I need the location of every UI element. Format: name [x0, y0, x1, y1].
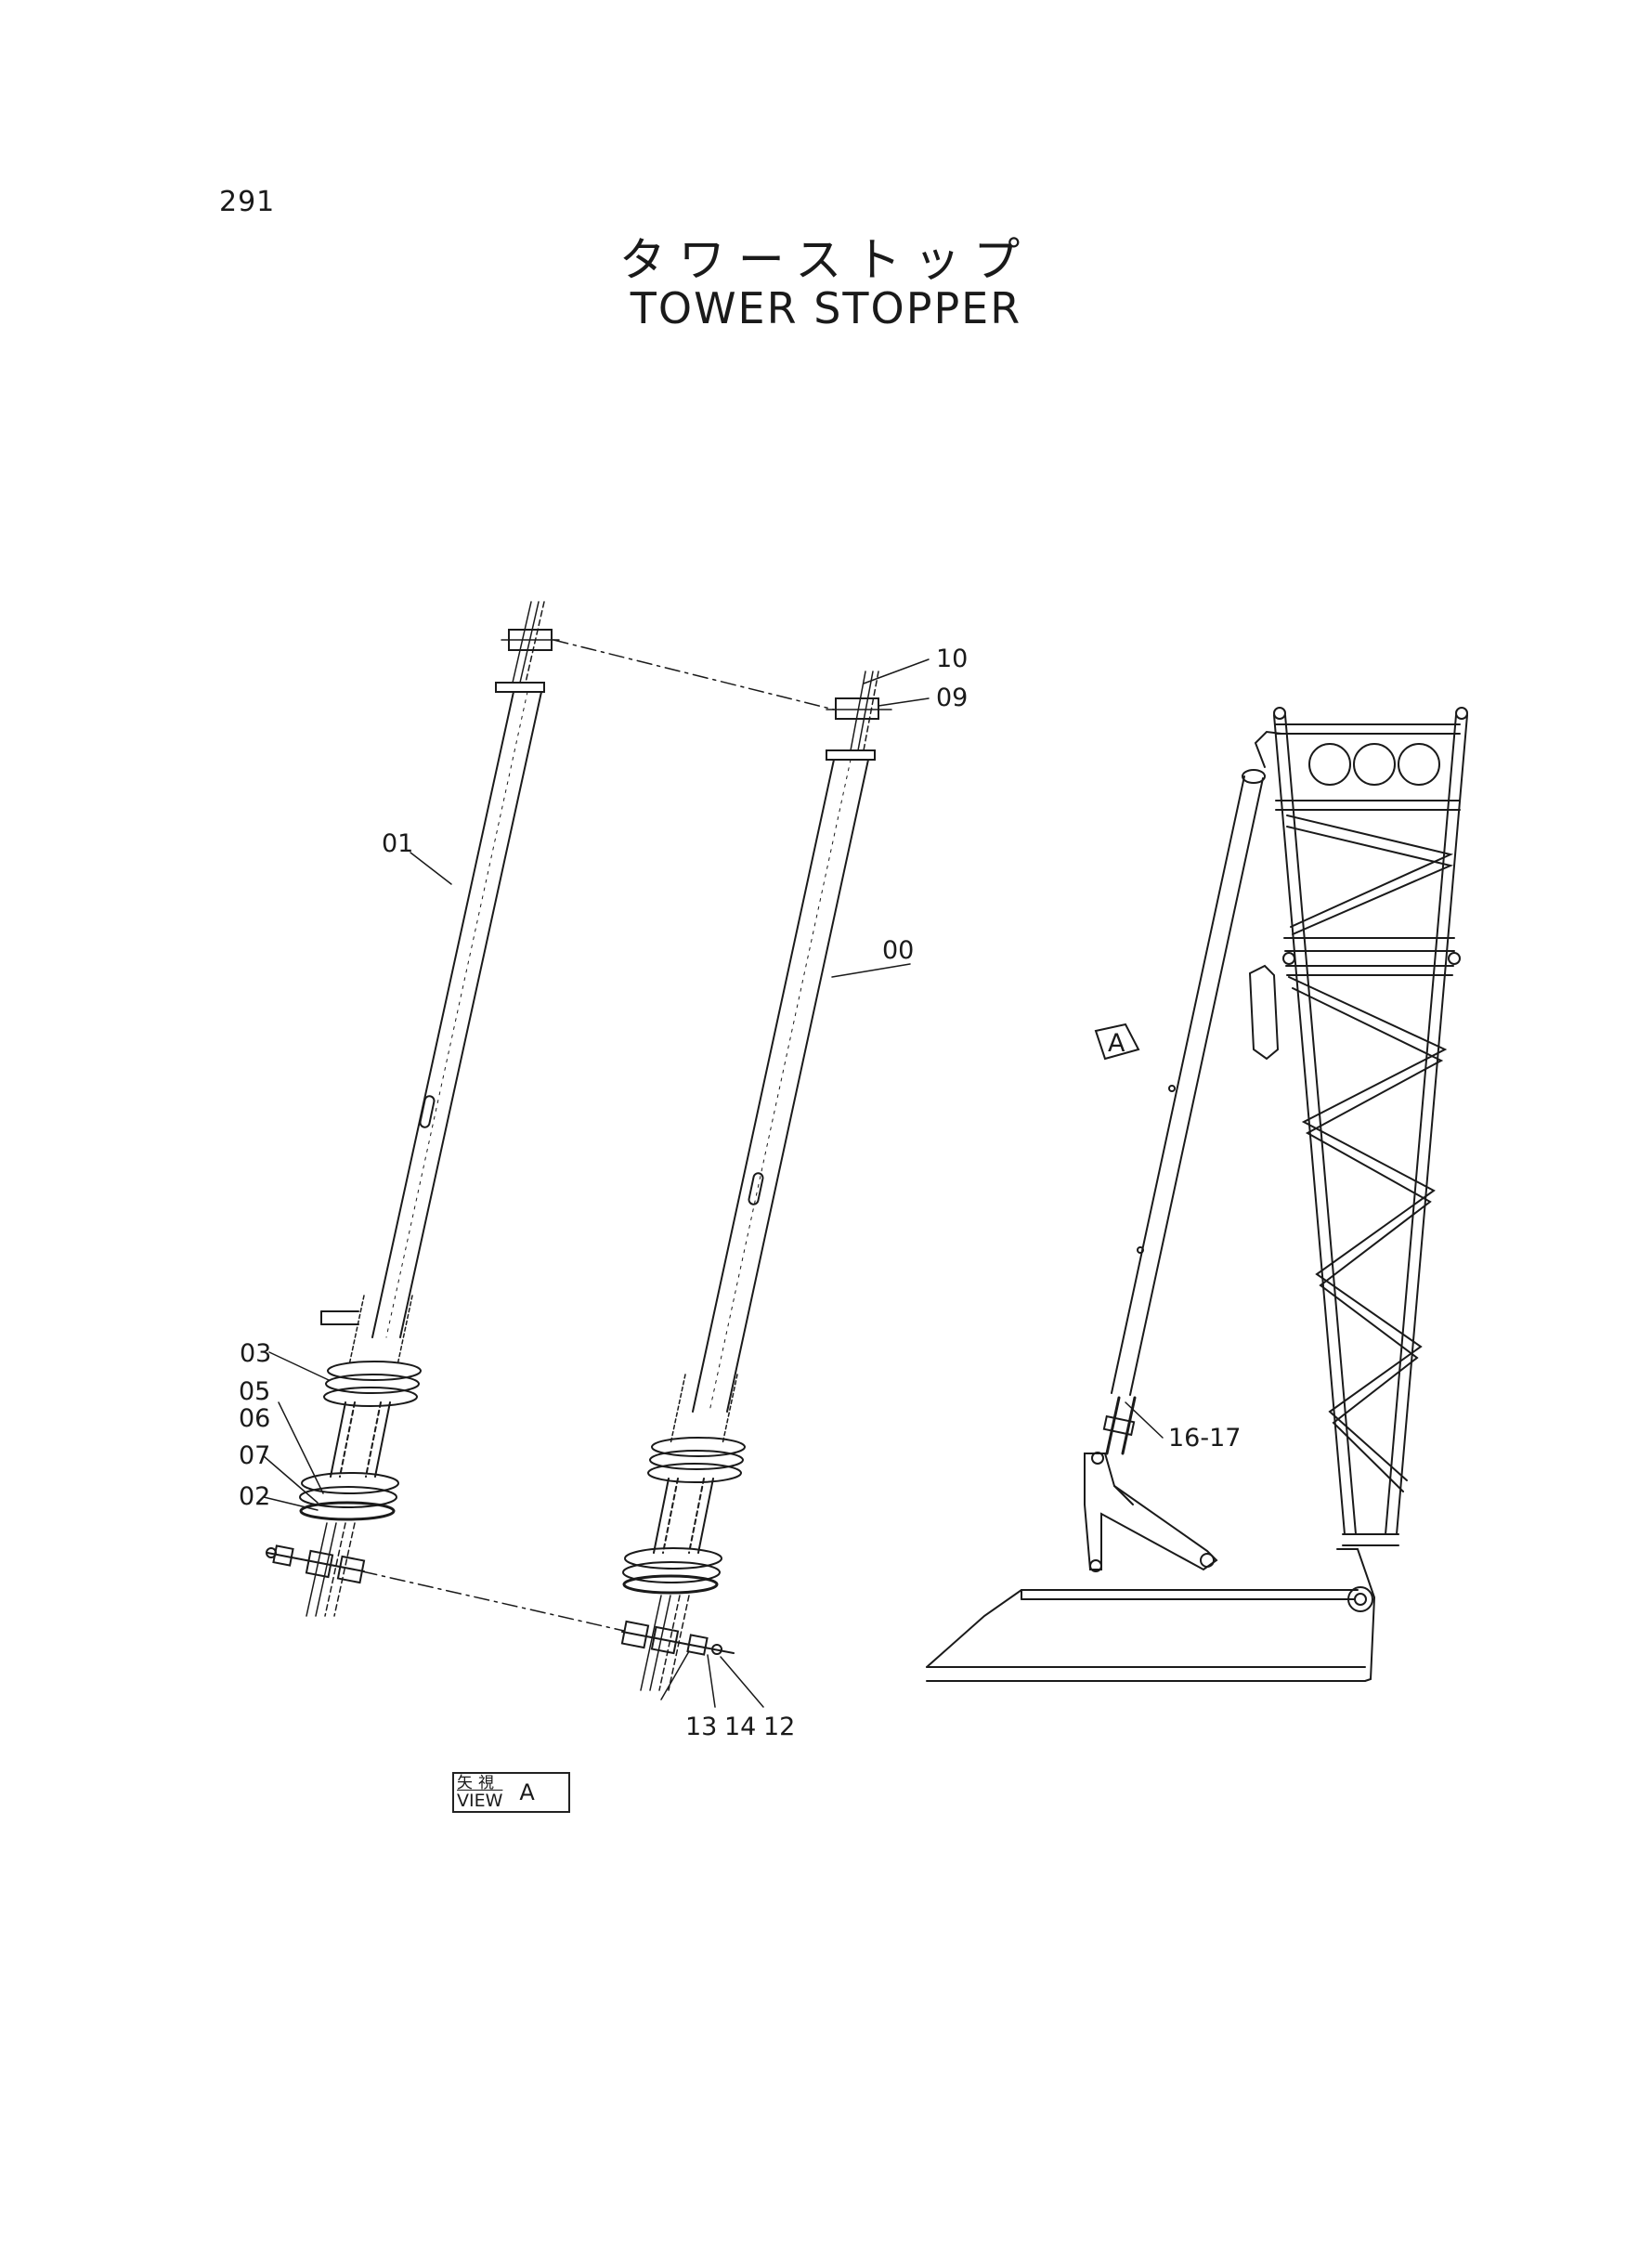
page-number: 291 — [219, 186, 276, 218]
center-cylinder-tube — [670, 759, 869, 1445]
tower-frame — [1248, 707, 1468, 1546]
view-label-letter: A — [519, 1779, 535, 1805]
view-label-japanese: 矢視 — [457, 1774, 500, 1792]
callout-16-17: 16-17 — [1168, 1424, 1241, 1453]
callout-leaders — [263, 658, 1164, 1708]
view-label-english: VIEW — [457, 1791, 503, 1811]
left-spring-seat-rings — [299, 1361, 422, 1521]
callout-13: 13 — [685, 1713, 717, 1741]
callout-09: 09 — [936, 684, 968, 712]
callout-05: 05 — [239, 1377, 270, 1406]
center-top-rod-end — [826, 671, 892, 761]
callout-07: 07 — [239, 1441, 270, 1470]
view-a-direction-marker: A — [1094, 1023, 1140, 1061]
bottom-alignment-line — [361, 1570, 625, 1632]
tower-top-hole-1 — [1308, 743, 1351, 786]
callout-03: 03 — [240, 1339, 271, 1368]
tower-top-hole-3 — [1398, 743, 1440, 786]
title-japanese: タワーストップ — [618, 233, 1034, 287]
left-bottom-rod — [306, 1522, 356, 1617]
left-top-rod-end — [495, 601, 560, 693]
callout-12: 12 — [763, 1713, 795, 1741]
tower-stopper-installed — [1102, 769, 1266, 1455]
boom-base-and-mount — [926, 1452, 1376, 1682]
view-a-label: 矢視 VIEW A — [452, 1772, 570, 1813]
callout-10: 10 — [936, 645, 968, 673]
callout-06: 06 — [239, 1404, 270, 1433]
view-a-marker-letter: A — [1108, 1029, 1125, 1058]
tower-top-hole-2 — [1353, 743, 1396, 786]
callout-14: 14 — [724, 1713, 756, 1741]
center-tower-stopper-assembly — [620, 671, 892, 1691]
callout-labels: 01 00 10 09 03 05 06 07 02 13 14 12 16-1… — [239, 645, 1241, 1741]
center-spring-seat-rings — [622, 1437, 746, 1595]
left-tower-stopper-assembly — [266, 601, 560, 1617]
callout-02: 02 — [239, 1482, 270, 1511]
left-cylinder-tube — [320, 691, 542, 1366]
top-alignment-line — [553, 639, 835, 710]
center-bottom-pin — [620, 1620, 735, 1656]
title-english: TOWER STOPPER — [630, 283, 1022, 333]
left-bottom-pin — [266, 1544, 366, 1584]
callout-01: 01 — [382, 829, 413, 858]
callout-00: 00 — [882, 936, 914, 965]
